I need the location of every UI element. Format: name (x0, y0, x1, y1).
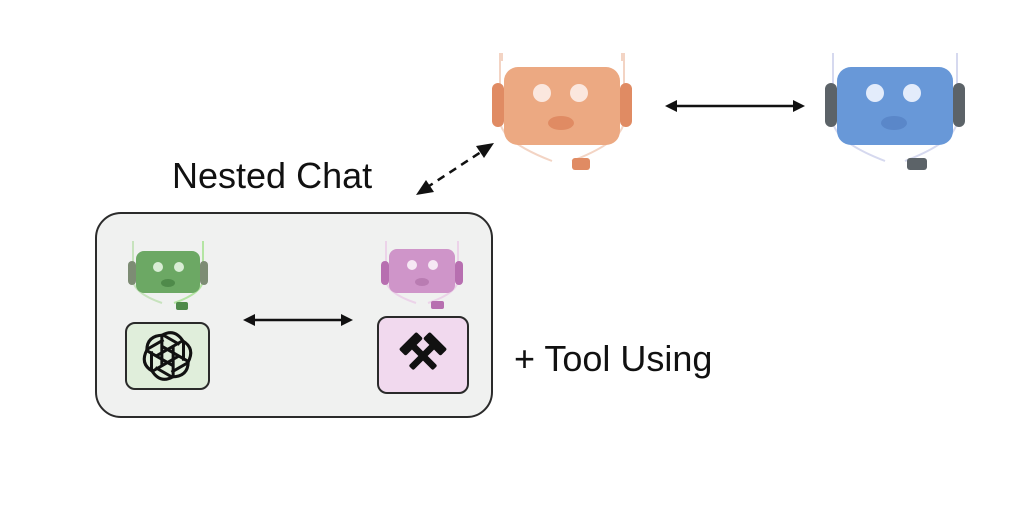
top-double-arrow (665, 96, 805, 116)
nested-double-arrow (243, 310, 353, 330)
pink-robot-icon (381, 237, 463, 313)
crossed-hammers-icon (399, 332, 447, 370)
blue-robot-icon (825, 45, 965, 173)
nested-chat-label: Nested Chat (172, 155, 373, 196)
tool-using-label: + Tool Using (514, 338, 713, 379)
tools-tile (377, 316, 469, 394)
llm-logo-tile (125, 322, 210, 390)
green-robot-icon (128, 237, 208, 313)
openai-logo-icon (142, 331, 193, 381)
orange-robot-icon (492, 45, 632, 173)
dashed-arrow (410, 138, 500, 200)
